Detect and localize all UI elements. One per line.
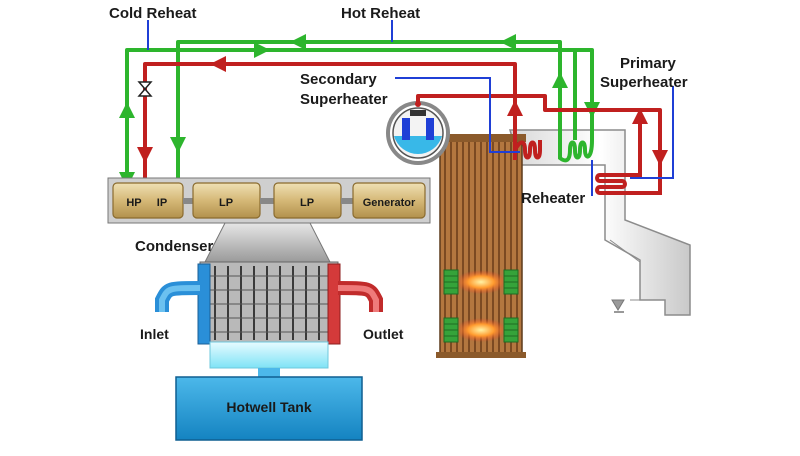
main-steam-lines — [137, 56, 668, 180]
cold-reheat-label: Cold Reheat — [109, 5, 197, 22]
reheater-label: Reheater — [521, 190, 585, 207]
inlet-label: Inlet — [140, 326, 169, 342]
condenser-label: Condenser — [135, 238, 214, 255]
label-pointers — [147, 20, 674, 196]
reheat-steam-lines — [119, 34, 600, 188]
boiler-furnace — [436, 134, 526, 358]
hotwell-tank-label: Hotwell Tank — [226, 399, 312, 415]
lp1-label: LP — [219, 197, 233, 209]
reheater-coil — [558, 139, 594, 163]
primary-superheater-label-1: Primary — [620, 55, 677, 72]
secondary-superheater-label-2: Superheater — [300, 91, 388, 108]
steam-drum — [386, 101, 450, 165]
outlet-label: Outlet — [363, 326, 404, 342]
hp-ip-turbine — [112, 182, 184, 219]
primary-superheater-coil — [595, 160, 662, 195]
burner-nozzles-right — [503, 269, 519, 343]
ip-label: IP — [157, 197, 167, 209]
primary-superheater-label-2: Superheater — [600, 74, 688, 91]
flue-gas-duct — [509, 129, 691, 316]
hot-reheat-label: Hot Reheat — [341, 5, 420, 22]
secondary-superheater-label-1: Secondary — [300, 71, 377, 88]
burner-flames — [455, 270, 507, 342]
hotwell-tank — [175, 376, 363, 441]
generator — [352, 182, 426, 219]
turbine-train: HP IP LP LP Generator — [107, 177, 431, 224]
generator-label: Generator — [363, 197, 416, 209]
burner-nozzles-left — [443, 269, 459, 343]
valve-icon — [137, 81, 153, 97]
lp2-label: LP — [300, 197, 314, 209]
hp-label: HP — [126, 197, 141, 209]
condenser — [155, 222, 383, 378]
secondary-superheater-coil — [513, 140, 542, 160]
